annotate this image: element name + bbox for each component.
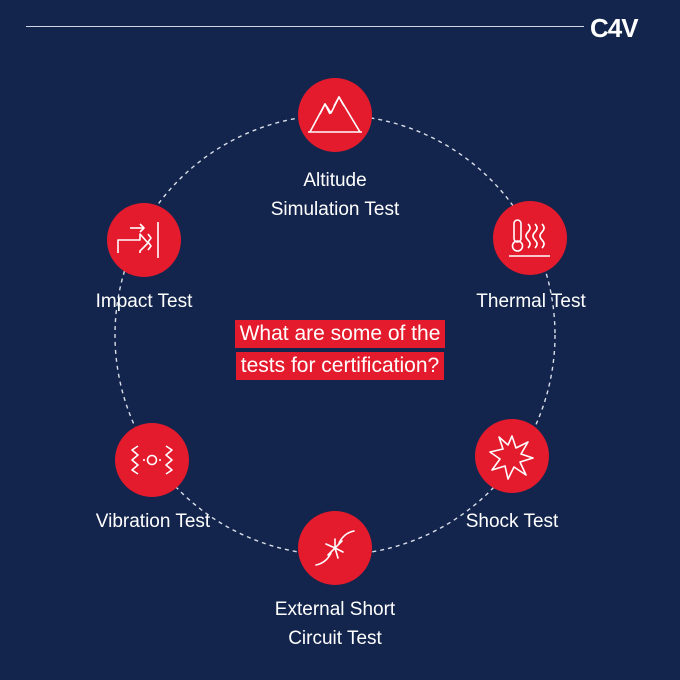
center-question: What are some of the tests for certifica… <box>0 318 680 382</box>
node-shock <box>475 419 549 493</box>
short-circuit-icon <box>315 530 355 566</box>
label-altitude: Altitude Simulation Test <box>235 166 435 224</box>
label-altitude-line2: Simulation Test <box>270 199 400 220</box>
label-impact: Impact Test <box>95 291 193 312</box>
node-short-circuit <box>298 511 372 585</box>
impact-icon <box>117 222 159 258</box>
brand-logo: C4V <box>590 13 639 43</box>
node-thermal <box>493 201 567 275</box>
center-question-line1: What are some of the <box>234 320 446 348</box>
label-altitude-line1: Altitude <box>303 170 367 191</box>
label-thermal: Thermal Test <box>476 291 586 312</box>
center-question-line2: tests for certification? <box>235 352 445 380</box>
label-short-circuit: External Short Circuit Test <box>235 595 435 653</box>
node-altitude <box>298 78 372 152</box>
thermometer-heat-icon <box>509 219 550 257</box>
node-vibration <box>115 423 189 497</box>
node-impact-circle <box>107 203 181 277</box>
node-impact <box>107 203 181 277</box>
vibration-icon <box>131 445 173 475</box>
label-vibration: Vibration Test <box>95 511 211 532</box>
mountain-icon <box>308 96 362 133</box>
label-shock: Shock Test <box>465 511 559 532</box>
node-vibration-circle <box>115 423 189 497</box>
label-short-circuit-line2: Circuit Test <box>288 628 382 649</box>
header-divider <box>26 26 584 27</box>
node-thermal-circle <box>493 201 567 275</box>
node-shock-circle <box>475 419 549 493</box>
node-altitude-circle <box>298 78 372 152</box>
burst-icon <box>489 435 534 480</box>
label-short-circuit-line1: External Short <box>274 599 396 620</box>
